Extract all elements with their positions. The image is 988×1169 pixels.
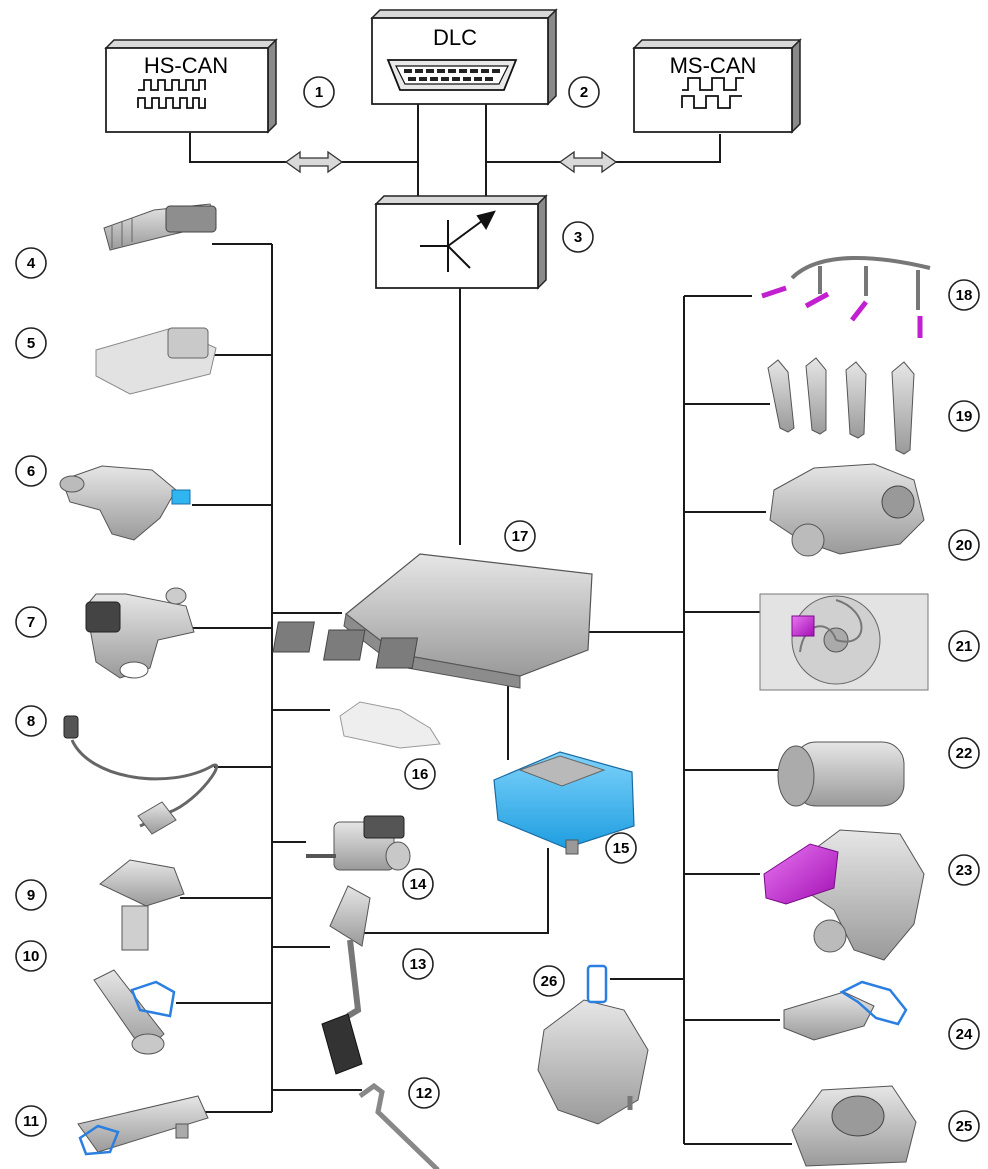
callout-20: 20 <box>949 530 979 560</box>
callout-9: 9 <box>16 880 46 910</box>
callout-25: 25 <box>949 1111 979 1141</box>
svg-text:20: 20 <box>956 537 973 554</box>
svg-text:5: 5 <box>27 335 35 352</box>
egr-valve-image <box>770 464 924 556</box>
svg-text:22: 22 <box>956 745 973 762</box>
callout-21: 21 <box>949 631 979 661</box>
callout-22: 22 <box>949 738 979 768</box>
svg-text:14: 14 <box>410 876 427 893</box>
callout-3: 3 <box>563 222 593 252</box>
svg-text:11: 11 <box>23 1113 39 1130</box>
ac-compressor-image <box>778 742 904 806</box>
callout-11: 11 <box>16 1106 46 1136</box>
white-sensor-module-image <box>340 702 440 748</box>
callout-17: 17 <box>505 521 535 551</box>
callout-19: 19 <box>949 401 979 431</box>
fuel-injectors-image <box>768 358 914 454</box>
ms-can-title: MS-CAN <box>670 53 757 78</box>
callout-12: 12 <box>409 1078 439 1108</box>
svg-text:26: 26 <box>541 973 558 990</box>
engine-control-module-image <box>273 554 592 688</box>
radiator-cooling-fan-image <box>760 594 928 690</box>
svg-text:21: 21 <box>956 638 973 655</box>
svg-text:19: 19 <box>956 408 973 425</box>
svg-text:17: 17 <box>512 528 529 545</box>
svg-text:1: 1 <box>315 84 323 101</box>
callout-6: 6 <box>16 456 46 486</box>
callout-5: 5 <box>16 328 46 358</box>
coolant-thermostat-housing-image <box>60 466 190 540</box>
turbocharger-image <box>764 830 924 960</box>
svg-text:13: 13 <box>410 956 427 973</box>
dlc-box: DLC <box>372 10 556 104</box>
callout-1: 1 <box>304 77 334 107</box>
hs-can-bidirectional-arrow-icon <box>286 152 342 172</box>
svg-text:7: 7 <box>27 614 35 631</box>
hs-can-title: HS-CAN <box>144 53 228 78</box>
callout-14: 14 <box>403 869 433 899</box>
callout-2: 2 <box>569 77 599 107</box>
svg-text:6: 6 <box>27 463 35 480</box>
dlc-title: DLC <box>433 25 477 50</box>
callout-26: 26 <box>534 966 564 996</box>
svg-text:23: 23 <box>956 862 973 879</box>
oxygen-sensor-image <box>64 716 217 834</box>
svg-text:10: 10 <box>23 948 40 965</box>
coolant-outlet-sensor-image <box>784 982 906 1040</box>
mass-airflow-sensor-image <box>96 328 216 394</box>
intake-air-temperature-sensor-image <box>78 1096 208 1154</box>
callout-13: 13 <box>403 949 433 979</box>
callout-24: 24 <box>949 1019 979 1049</box>
accelerator-pedal-image <box>322 886 370 1074</box>
callout-10: 10 <box>16 941 46 971</box>
svg-text:8: 8 <box>27 713 35 730</box>
svg-text:24: 24 <box>956 1026 973 1043</box>
svg-text:12: 12 <box>416 1085 433 1102</box>
throttle-body-housing-image <box>792 1086 916 1166</box>
ms-can-bidirectional-arrow-icon <box>560 152 616 172</box>
svg-text:3: 3 <box>574 229 582 246</box>
actuator-motor-image <box>306 816 410 870</box>
gateway-module-box <box>376 196 546 288</box>
callout-8: 8 <box>16 706 46 736</box>
hs-can-box: HS-CAN <box>106 40 276 132</box>
fuel-rail-pressure-sensor-image <box>94 970 174 1054</box>
svg-text:16: 16 <box>412 766 429 783</box>
ms-can-box: MS-CAN <box>634 40 800 132</box>
callout-4: 4 <box>16 248 46 278</box>
svg-text:18: 18 <box>956 287 973 304</box>
svg-text:15: 15 <box>613 840 630 857</box>
svg-text:4: 4 <box>27 255 36 272</box>
callout-7: 7 <box>16 607 46 637</box>
svg-text:9: 9 <box>27 887 35 904</box>
callout-15: 15 <box>606 833 636 863</box>
obd-connector-icon <box>388 60 516 90</box>
callout-18: 18 <box>949 280 979 310</box>
svg-text:25: 25 <box>956 1118 973 1135</box>
svg-text:2: 2 <box>580 84 588 101</box>
camshaft-position-sensor-image <box>86 588 194 678</box>
crankshaft-position-sensor-image <box>100 860 184 950</box>
callout-16: 16 <box>405 759 435 789</box>
glow-plug-harness-image <box>762 258 930 338</box>
pressure-sensor-image <box>104 204 216 250</box>
callout-23: 23 <box>949 855 979 885</box>
